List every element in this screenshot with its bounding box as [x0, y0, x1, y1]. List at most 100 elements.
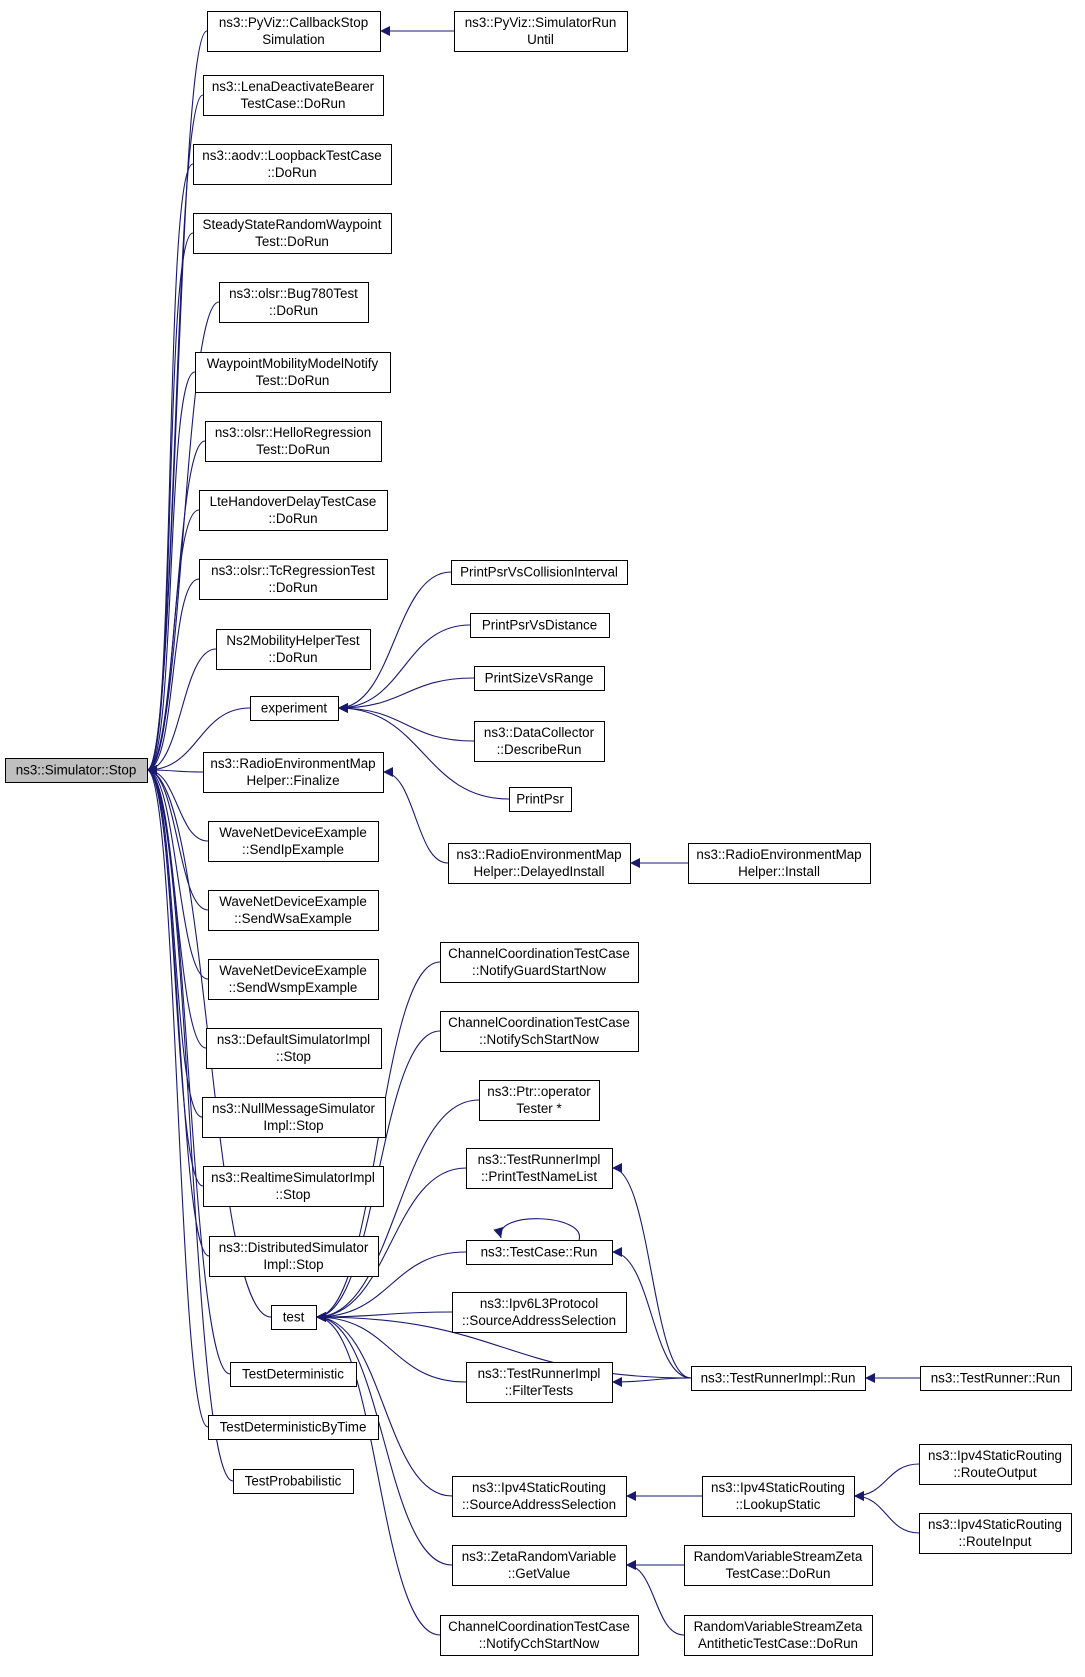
- node-label-line: Until: [527, 32, 554, 47]
- node-testdettime[interactable]: TestDeterministicByTime: [208, 1415, 379, 1440]
- node-box: [684, 1545, 873, 1586]
- node-sendip[interactable]: WaveNetDeviceExample::SendIpExample: [208, 821, 379, 862]
- node-sendwsmp[interactable]: WaveNetDeviceExample::SendWsmpExample: [208, 959, 379, 1000]
- node-label-line: Test::DoRun: [256, 373, 330, 388]
- node-label-line: ::Stop: [276, 1187, 311, 1202]
- edge-rvzetaanti-to-zeta: [625, 1560, 685, 1636]
- node-label-line: Test::DoRun: [255, 234, 329, 249]
- node-routeout[interactable]: ns3::Ipv4StaticRouting::RouteOutput: [919, 1444, 1072, 1485]
- node-label-line: PrintSizeVsRange: [485, 671, 594, 686]
- node-label-line: ChannelCoordinationTestCase: [448, 946, 630, 961]
- node-cccch[interactable]: ChannelCoordinationTestCase::NotifyCchSt…: [440, 1615, 639, 1656]
- node-lteho[interactable]: LteHandoverDelayTestCase::DoRun: [199, 490, 388, 531]
- node-trimplrun[interactable]: ns3::TestRunnerImpl::Run: [691, 1366, 866, 1391]
- node-label-line: ::SendWsaExample: [234, 911, 352, 926]
- node-tcreg[interactable]: ns3::olsr::TcRegressionTest::DoRun: [199, 559, 388, 600]
- node-label-line: Simulation: [262, 32, 325, 47]
- node-box: [440, 1615, 639, 1656]
- edge-filter-to-test: [315, 1312, 467, 1383]
- edge-printpsr-to-experiment: [337, 703, 510, 800]
- node-label-line: Helper::Install: [738, 864, 820, 879]
- edge-testdettime-to-stop: [146, 765, 209, 1428]
- node-label-line: ::RouteOutput: [953, 1465, 1037, 1480]
- node-label-line: ns3::DefaultSimulatorImpl: [217, 1032, 370, 1047]
- node-lookup[interactable]: ns3::Ipv4StaticRouting::LookupStatic: [702, 1476, 855, 1517]
- node-sizerange[interactable]: PrintSizeVsRange: [474, 666, 605, 691]
- node-stop[interactable]: ns3::Simulator::Stop: [5, 758, 148, 783]
- node-ccsch[interactable]: ChannelCoordinationTestCase::NotifySchSt…: [440, 1011, 639, 1052]
- node-experiment[interactable]: experiment: [250, 696, 339, 721]
- node-label-line: TestDeterministic: [242, 1367, 344, 1382]
- node-label-line: Test::DoRun: [256, 442, 330, 457]
- node-label-line: ::DoRun: [269, 303, 318, 318]
- node-printpsr[interactable]: PrintPsr: [509, 787, 572, 812]
- node-routein[interactable]: ns3::Ipv4StaticRouting::RouteInput: [919, 1513, 1072, 1554]
- node-sendwsa[interactable]: WaveNetDeviceExample::SendWsaExample: [208, 890, 379, 931]
- node-box: [474, 721, 605, 762]
- node-ns2mob[interactable]: Ns2MobilityHelperTest::DoRun: [216, 629, 371, 670]
- node-label-line: ::DoRun: [268, 511, 317, 526]
- node-label-line: ::SendWsmpExample: [229, 980, 358, 995]
- edge-zeta-to-test: [315, 1312, 453, 1566]
- node-tcrun[interactable]: ns3::TestCase::Run: [466, 1240, 613, 1265]
- node-box: [216, 629, 371, 670]
- node-label-line: WaveNetDeviceExample: [219, 825, 367, 840]
- node-label-line: PrintPsrVsDistance: [482, 618, 597, 633]
- edge-ssrw-to-stop: [146, 232, 194, 775]
- node-bug780[interactable]: ns3::olsr::Bug780Test::DoRun: [219, 282, 369, 323]
- node-printlist[interactable]: ns3::TestRunnerImpl::PrintTestNameList: [466, 1148, 613, 1189]
- node-label-line: PrintPsrVsCollisionInterval: [460, 565, 618, 580]
- node-filter[interactable]: ns3::TestRunnerImpl::FilterTests: [466, 1362, 613, 1403]
- node-label-line: WaveNetDeviceExample: [219, 963, 367, 978]
- node-label-line: ns3::PyViz::SimulatorRun: [465, 15, 617, 30]
- node-label-line: ::DescribeRun: [497, 742, 582, 757]
- node-aodv[interactable]: ns3::aodv::LoopbackTestCase::DoRun: [193, 144, 392, 185]
- edge-experiment-to-stop: [146, 707, 251, 775]
- node-remdelay[interactable]: ns3::RadioEnvironmentMapHelper::DelayedI…: [448, 843, 631, 884]
- node-testprob[interactable]: TestProbabilistic: [233, 1469, 354, 1494]
- node-box: [250, 696, 339, 721]
- node-label-line: ::NotifySchStartNow: [479, 1032, 599, 1047]
- node-ccguard[interactable]: ChannelCoordinationTestCase::NotifyGuard…: [440, 942, 639, 983]
- edge-psrdist-to-experiment: [337, 624, 471, 713]
- edge-psrcoll-to-experiment: [337, 571, 452, 713]
- edge-trimplrun-to-tcrun: [611, 1247, 692, 1379]
- node-psrcoll[interactable]: PrintPsrVsCollisionInterval: [451, 560, 628, 585]
- node-testdet[interactable]: TestDeterministic: [230, 1362, 357, 1387]
- node-psrdist[interactable]: PrintPsrVsDistance: [470, 613, 610, 638]
- node-box: [271, 1305, 317, 1330]
- node-label-line: ::LookupStatic: [736, 1497, 821, 1512]
- node-test[interactable]: test: [271, 1305, 317, 1330]
- node-label-line: TestDeterministicByTime: [220, 1420, 367, 1435]
- node-datacoll[interactable]: ns3::DataCollector::DescribeRun: [474, 721, 605, 762]
- node-label-line: ns3::TestRunnerImpl: [478, 1366, 601, 1381]
- node-box: [205, 421, 382, 462]
- node-label-line: TestCase::DoRun: [726, 1566, 831, 1581]
- edge-trimplrun-to-filter: [611, 1376, 692, 1387]
- node-rvzetaanti[interactable]: RandomVariableStreamZetaAntitheticTestCa…: [684, 1615, 873, 1656]
- node-box: [920, 1366, 1072, 1391]
- edge-routein-to-lookup: [853, 1491, 920, 1534]
- node-label-line: ::SendIpExample: [242, 842, 344, 857]
- node-ipv6sel[interactable]: ns3::Ipv6L3Protocol::SourceAddressSelect…: [452, 1292, 627, 1333]
- node-defsim[interactable]: ns3::DefaultSimulatorImpl::Stop: [206, 1028, 382, 1069]
- node-trrun[interactable]: ns3::TestRunner::Run: [920, 1366, 1072, 1391]
- node-realtime[interactable]: ns3::RealtimeSimulatorImpl::Stop: [203, 1166, 384, 1207]
- node-label-line: ChannelCoordinationTestCase: [448, 1015, 630, 1030]
- node-ipv4sel[interactable]: ns3::Ipv4StaticRouting::SourceAddressSel…: [452, 1476, 627, 1517]
- node-box: [209, 1236, 379, 1277]
- node-zeta[interactable]: ns3::ZetaRandomVariable::GetValue: [452, 1545, 627, 1586]
